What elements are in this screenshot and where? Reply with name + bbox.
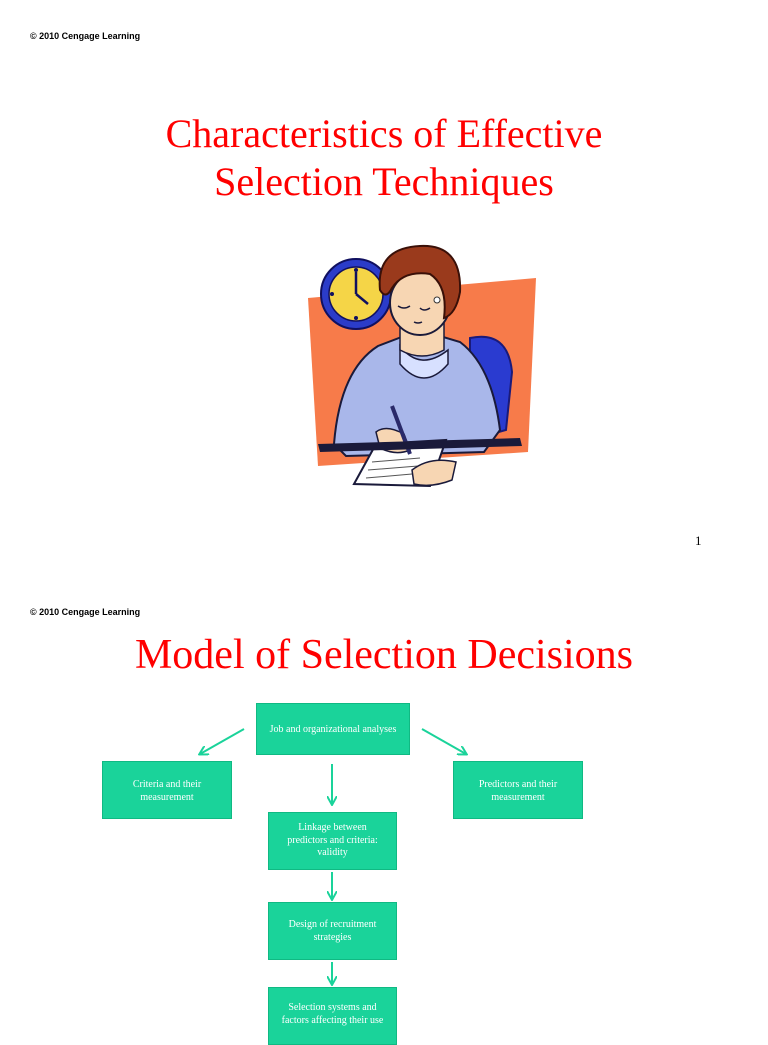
arrow-to-criteria — [200, 728, 245, 754]
hair — [378, 244, 462, 320]
slide1-title-line2: Selection Techniques — [214, 159, 554, 204]
slide2-title: Model of Selection Decisions — [134, 632, 634, 678]
woman-writing-clipart — [308, 244, 536, 488]
slide2-copyright: © 2010 Cengage Learning — [30, 607, 141, 617]
box-linkage-label: Linkage between predictors and criteria:… — [287, 822, 378, 858]
paper-lines — [365, 457, 421, 479]
slide-graphics — [0, 244, 536, 1024]
box-criteria-label: Criteria and their measurement — [132, 779, 202, 803]
flow-arrows — [200, 728, 466, 984]
box-selection-systems: Selection systems and factors affecting … — [268, 987, 397, 1045]
box-criteria: Criteria and their measurement — [102, 761, 232, 819]
box-selection-label: Selection systems and factors affecting … — [281, 1002, 384, 1026]
earring — [433, 296, 441, 304]
box-job-analyses: Job and organizational analyses — [256, 703, 410, 755]
wall-clock-icon — [320, 258, 392, 330]
left-hand — [411, 459, 457, 487]
box-linkage-validity: Linkage between predictors and criteria:… — [268, 812, 397, 870]
arrow-to-predictors — [421, 728, 466, 754]
box-predictors: Predictors and their measurement — [453, 761, 583, 819]
page-number: 1 — [695, 533, 702, 548]
jacket — [332, 328, 502, 458]
slide1-title-line1: Characteristics of Effective — [165, 111, 603, 156]
slide1-copyright: © 2010 Cengage Learning — [30, 31, 141, 41]
face-features — [397, 305, 431, 324]
collar — [399, 343, 449, 379]
box-job-label: Job and organizational analyses — [269, 724, 397, 735]
box-design-label: Design of recruitment strategies — [288, 919, 377, 943]
box-recruitment-design: Design of recruitment strategies — [268, 902, 397, 960]
box-predictors-label: Predictors and their measurement — [478, 779, 558, 803]
desk-edge — [318, 438, 522, 452]
slide1-title: Characteristics of Effective Selection T… — [0, 110, 768, 206]
